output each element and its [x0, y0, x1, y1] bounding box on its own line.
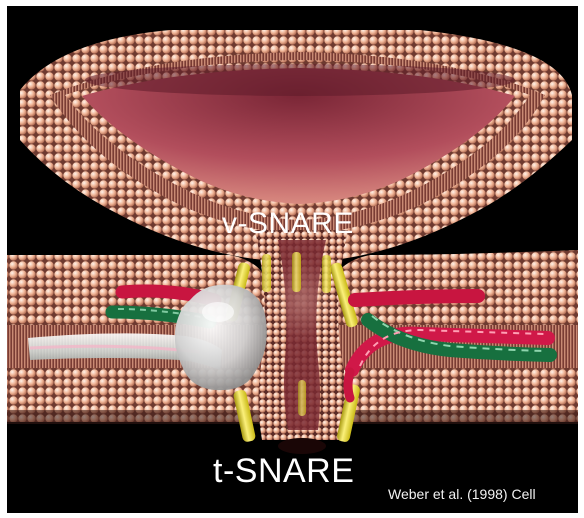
t-snare-label: t-SNARE: [213, 452, 354, 491]
citation-credit: Weber et al. (1998) Cell: [388, 486, 536, 502]
v-snare-label: v-SNARE: [222, 207, 354, 241]
